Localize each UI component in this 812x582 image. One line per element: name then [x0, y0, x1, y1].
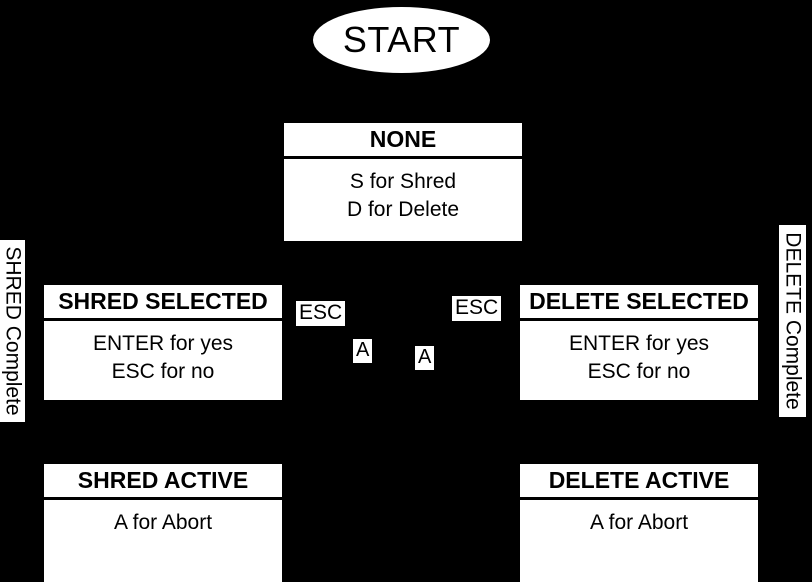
state-none-line-2: D for Delete — [346, 197, 460, 221]
state-delete-active-line-1: A for Abort — [589, 511, 689, 535]
state-delete-selected-line-1: ENTER for yes — [568, 332, 710, 356]
transition-label-shred-complete-text: SHRED Complete — [1, 246, 25, 416]
state-node-shred-selected[interactable]: SHRED SELECTED ENTER for yes ESC for no — [44, 285, 282, 400]
state-none-line-1: S for Shred — [349, 170, 457, 194]
state-none-body: S for Shred D for Delete — [284, 159, 522, 241]
start-node-label: START — [342, 19, 461, 60]
state-none-title: NONE — [284, 123, 522, 160]
state-shred-selected-title: SHRED SELECTED — [44, 285, 282, 322]
state-shred-active-body: A for Abort — [44, 500, 282, 582]
state-delete-selected-title: DELETE SELECTED — [520, 285, 758, 322]
state-delete-selected-body: ENTER for yes ESC for no — [520, 321, 758, 400]
transition-label-esc-shred: ESC — [296, 301, 346, 326]
state-delete-active-title: DELETE ACTIVE — [520, 464, 758, 501]
state-shred-selected-line-1: ENTER for yes — [92, 332, 234, 356]
state-node-delete-active[interactable]: DELETE ACTIVE A for Abort — [520, 464, 758, 582]
transition-label-delete-complete: DELETE Complete — [779, 225, 806, 417]
transition-label-shred-complete: SHRED Complete — [0, 240, 25, 422]
transition-label-delete-complete-text: DELETE Complete — [781, 232, 805, 410]
start-node[interactable]: START — [313, 7, 490, 73]
state-shred-selected-line-2: ESC for no — [111, 359, 215, 383]
state-node-delete-selected[interactable]: DELETE SELECTED ENTER for yes ESC for no — [520, 285, 758, 400]
state-shred-active-line-1: A for Abort — [113, 511, 213, 535]
state-delete-active-body: A for Abort — [520, 500, 758, 582]
state-shred-active-title: SHRED ACTIVE — [44, 464, 282, 501]
state-shred-selected-body: ENTER for yes ESC for no — [44, 321, 282, 400]
state-node-shred-active[interactable]: SHRED ACTIVE A for Abort — [44, 464, 282, 582]
state-node-none[interactable]: NONE S for Shred D for Delete — [284, 123, 522, 241]
transition-label-abort-delete: A — [415, 346, 435, 370]
transition-label-esc-delete: ESC — [452, 296, 502, 321]
state-delete-selected-line-2: ESC for no — [587, 359, 691, 383]
transition-label-abort-shred: A — [353, 339, 373, 363]
